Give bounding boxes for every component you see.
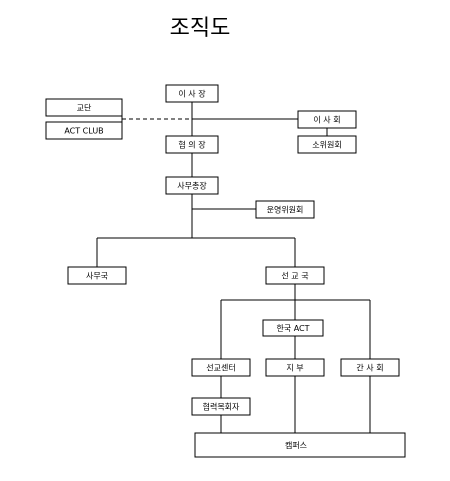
node-korea-act-label: 한국 ACT <box>276 324 309 333</box>
node-board-label: 이 사 회 <box>313 115 340 125</box>
node-steering-committee: 운영위원회 <box>255 200 315 219</box>
node-steering-committee-label: 운영위원회 <box>267 205 304 215</box>
node-subcommittee: 소위원회 <box>297 135 357 154</box>
node-campus-label: 캠퍼스 <box>285 440 307 450</box>
node-mission-bureau-label: 선 교 국 <box>281 272 308 281</box>
node-subcommittee-label: 소위원회 <box>312 141 341 150</box>
node-campus: 캠퍼스 <box>194 432 406 458</box>
page-title: 조직도 <box>169 16 231 41</box>
node-branch-label: 지 부 <box>286 364 303 373</box>
node-president: 협 의 장 <box>165 135 219 154</box>
node-mission-bureau: 선 교 국 <box>265 266 325 285</box>
node-branch: 지 부 <box>265 358 325 377</box>
node-secretary-general: 사무총장 <box>165 176 219 195</box>
node-chaplain: 협력목회자 <box>191 397 251 416</box>
node-chairman-label: 이 사 장 <box>178 89 206 99</box>
node-chaplain-label: 협력목회자 <box>203 402 240 412</box>
connectors <box>96 102 371 433</box>
node-board: 이 사 회 <box>297 110 357 129</box>
node-secretary-general-label: 사무총장 <box>177 181 207 191</box>
node-board-of-trustees: 간 사 회 <box>340 358 400 377</box>
node-korea-act: 한국 ACT <box>262 319 324 337</box>
node-chairman: 이 사 장 <box>165 84 219 103</box>
node-president-label: 협 의 장 <box>178 140 206 150</box>
node-secretariat: 사무국 <box>67 266 127 285</box>
node-board-of-trustees-label: 간 사 회 <box>356 363 383 373</box>
node-act-club-label: ACT CLUB <box>64 127 103 136</box>
node-church-label: 교단 <box>77 103 92 113</box>
node-act-club: ACT CLUB <box>45 121 123 140</box>
node-church: 교단 <box>45 98 123 117</box>
node-mission-center-label: 선교센터 <box>206 363 235 373</box>
node-mission-center: 선교센터 <box>191 358 251 377</box>
node-secretariat-label: 사무국 <box>86 272 108 281</box>
